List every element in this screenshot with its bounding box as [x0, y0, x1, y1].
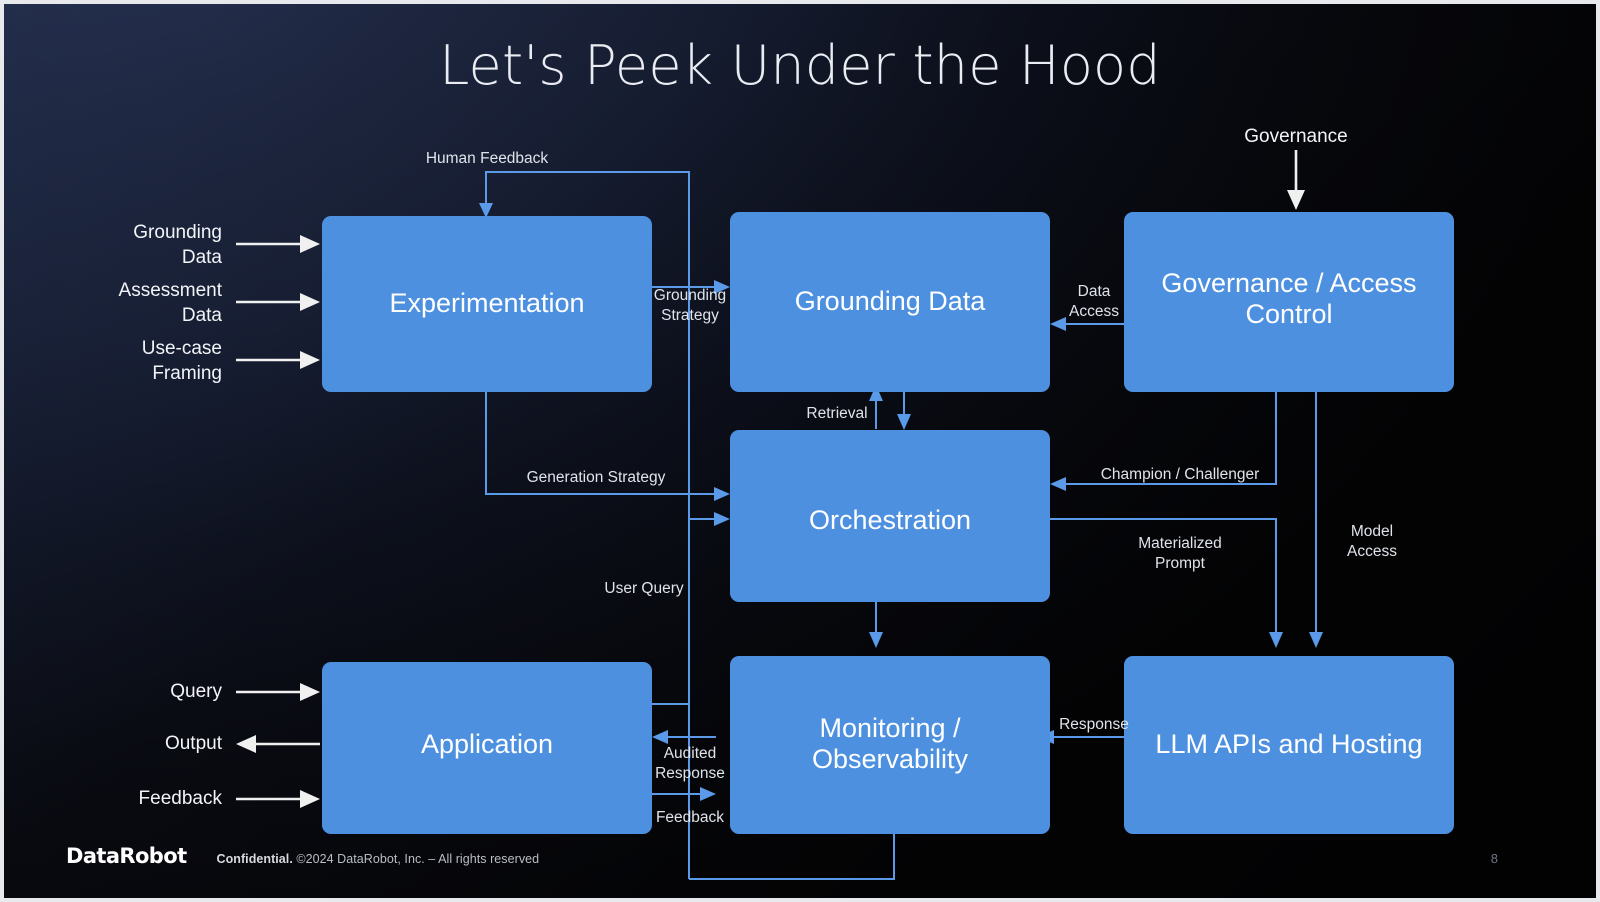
node-label-llm: LLM APIs and Hosting	[1155, 729, 1422, 759]
node-orchestration[interactable]: Orchestration	[730, 430, 1050, 602]
node-experimentation[interactable]: Experimentation	[322, 216, 652, 392]
node-label-monitoring-line1: Monitoring /	[819, 713, 961, 743]
ext-label-feedback: Feedback	[139, 788, 223, 809]
edge-label-response: Response	[1059, 716, 1129, 733]
node-llm-apis-hosting[interactable]: LLM APIs and Hosting	[1124, 656, 1454, 834]
edge-label-retrieval: Retrieval	[806, 405, 867, 422]
edge-champion-challenger	[1050, 386, 1277, 491]
edge-retrieval-down	[897, 386, 911, 430]
edge-label-data-access-line2: Access	[1069, 303, 1119, 320]
edge-label-grounding-strategy-line1: Grounding	[654, 287, 726, 304]
node-grounding-data[interactable]: Grounding Data	[730, 212, 1050, 392]
ext-label-grounding-data-line1: Grounding	[133, 222, 222, 243]
ext-label-governance: Governance	[1244, 126, 1348, 147]
ext-arrow-governance	[1287, 150, 1305, 210]
ext-arrow-query	[236, 683, 320, 701]
edge-label-materialized-prompt-line1: Materialized	[1138, 535, 1222, 552]
ext-arrow-assessment-data	[236, 293, 320, 311]
edge-label-audited-response-line2: Response	[655, 765, 725, 782]
architecture-diagram: Experimentation Grounding Data Governanc…	[119, 126, 1454, 880]
edge-generation-strategy	[485, 392, 730, 501]
ext-arrow-use-case-framing	[236, 351, 320, 369]
copyright-line: ©2024 DataRobot, Inc. – All rights reser…	[296, 852, 540, 866]
ext-label-use-case-line1: Use-case	[142, 338, 222, 359]
edge-model-access	[1309, 386, 1323, 648]
node-label-governance-line2: Control	[1245, 299, 1332, 329]
edge-retrieval-up	[869, 385, 883, 429]
node-application[interactable]: Application	[322, 662, 652, 834]
datarobot-logo: DataRobot	[66, 844, 187, 868]
ext-label-grounding-data-line2: Data	[182, 247, 223, 268]
edge-label-materialized-prompt-line2: Prompt	[1155, 555, 1206, 572]
edge-label-feedback: Feedback	[656, 809, 724, 826]
node-label-governance-line1: Governance / Access	[1161, 268, 1416, 298]
ext-arrow-output	[236, 735, 320, 753]
edge-label-audited-response-line1: Audited	[664, 745, 717, 762]
copyright-text: Confidential. ©2024 DataRobot, Inc. – Al…	[217, 852, 540, 866]
node-label-experimentation: Experimentation	[389, 288, 584, 318]
page-title: Let's Peek Under the Hood	[439, 34, 1161, 97]
edge-data-access	[1050, 317, 1124, 331]
node-label-monitoring-line2: Observability	[812, 744, 969, 774]
node-governance-access-control[interactable]: Governance / Access Control	[1124, 212, 1454, 392]
ext-label-query: Query	[170, 681, 222, 702]
edge-orchestration-to-monitoring	[869, 602, 883, 648]
confidential-label: Confidential.	[216, 852, 293, 866]
edge-label-champion-challenger: Champion / Challenger	[1101, 466, 1260, 483]
ext-label-use-case-line2: Framing	[152, 363, 222, 384]
ext-label-assessment-data-line1: Assessment	[119, 280, 223, 301]
edge-materialized-prompt	[1050, 518, 1283, 648]
edge-audited-response	[652, 730, 716, 744]
slide-footer: DataRobot Confidential. ©2024 DataRobot,…	[66, 844, 539, 868]
edge-grounding-strategy	[652, 280, 730, 294]
node-label-orchestration: Orchestration	[809, 505, 971, 535]
edge-label-model-access-line1: Model	[1351, 523, 1393, 540]
edge-feedback-app-monitoring	[652, 787, 716, 801]
node-monitoring-observability[interactable]: Monitoring / Observability	[730, 656, 1050, 834]
edge-label-model-access-line2: Access	[1347, 543, 1397, 560]
ext-label-output: Output	[165, 733, 223, 754]
edge-label-user-query: User Query	[604, 580, 683, 597]
edge-label-grounding-strategy-line2: Strategy	[661, 307, 719, 324]
ext-label-assessment-data-line2: Data	[182, 305, 223, 326]
ext-arrow-grounding-data	[236, 235, 320, 253]
edge-label-generation-strategy: Generation Strategy	[527, 469, 666, 486]
ext-arrow-feedback	[236, 790, 320, 808]
edge-label-human-feedback: Human Feedback	[426, 150, 549, 167]
edge-user-query	[652, 512, 730, 705]
node-label-application: Application	[421, 729, 553, 759]
node-label-grounding-data: Grounding Data	[795, 286, 987, 316]
page-number: 8	[1490, 851, 1498, 866]
edge-label-data-access-line1: Data	[1078, 283, 1111, 300]
